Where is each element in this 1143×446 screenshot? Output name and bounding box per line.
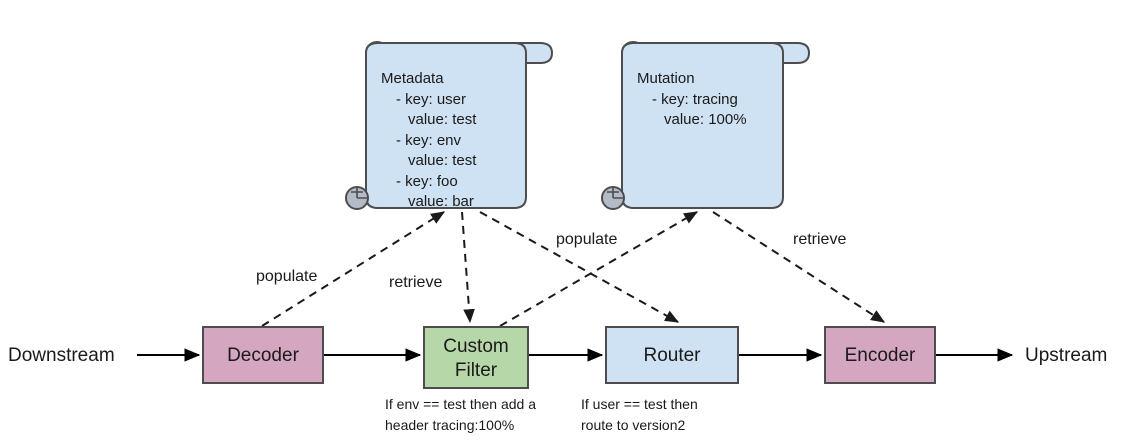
document-metadata: Metadata - key: user value: test - key: … bbox=[345, 41, 554, 210]
edge-decoder-to-metadata bbox=[261, 211, 445, 327]
metadata-entry-1-key: - key: env bbox=[396, 132, 462, 149]
metadata-entry-2-key: - key: foo bbox=[396, 173, 458, 190]
edge-metadata-to-router bbox=[479, 211, 680, 323]
metadata-entry-1-value: value: test bbox=[408, 152, 477, 169]
metadata-entry-0-key: - key: user bbox=[396, 91, 466, 108]
node-encoder[interactable]: Encoder bbox=[824, 326, 936, 384]
note-custom-filter: If env == test then add a header tracing… bbox=[385, 396, 536, 433]
node-router[interactable]: Router bbox=[605, 326, 739, 384]
mutation-title: Mutation bbox=[637, 70, 695, 87]
router-label: Router bbox=[643, 345, 701, 366]
edge-mutation-to-encoder bbox=[712, 211, 885, 323]
mutation-entry-0-value: value: 100% bbox=[664, 111, 747, 128]
router-note-line1: If user == test then bbox=[581, 396, 698, 412]
edge-label-populate-decoder-metadata: populate bbox=[256, 268, 317, 285]
router-note-line2: route to version2 bbox=[581, 417, 685, 433]
custom-filter-label-line1: Custom bbox=[443, 336, 508, 357]
custom-filter-note-line1: If env == test then add a bbox=[385, 396, 536, 412]
metadata-body bbox=[365, 42, 527, 209]
custom-filter-label-line2: Filter bbox=[455, 360, 498, 381]
custom-filter-note-line2: header tracing:100% bbox=[385, 417, 514, 433]
mutation-bottom-curl-detail bbox=[607, 188, 624, 199]
metadata-title: Metadata bbox=[381, 70, 444, 87]
node-decoder[interactable]: Decoder bbox=[202, 326, 324, 384]
mutation-body bbox=[621, 42, 784, 209]
encoder-label: Encoder bbox=[845, 345, 916, 366]
metadata-entry-0-value: value: test bbox=[408, 111, 477, 128]
encoder-box[interactable] bbox=[824, 326, 936, 384]
edge-custom-filter-to-mutation bbox=[499, 211, 699, 327]
decoder-label: Decoder bbox=[227, 345, 299, 366]
node-custom-filter[interactable]: Custom Filter bbox=[423, 326, 529, 389]
document-mutation: Mutation - key: tracing value: 100% bbox=[601, 41, 811, 210]
note-router: If user == test then route to version2 bbox=[581, 396, 698, 433]
label-downstream: Downstream bbox=[8, 345, 115, 366]
custom-filter-box[interactable] bbox=[423, 326, 529, 389]
edge-label-populate-filter-mutation: populate bbox=[556, 231, 617, 248]
metadata-bottom-curl-detail bbox=[351, 188, 368, 199]
decoder-box[interactable] bbox=[202, 326, 324, 384]
router-box[interactable] bbox=[605, 326, 739, 384]
label-upstream: Upstream bbox=[1025, 345, 1107, 366]
mutation-entry-0-key: - key: tracing bbox=[652, 91, 738, 108]
metadata-entry-2-value: value: bar bbox=[408, 193, 474, 210]
edge-label-retrieve-metadata-filter: retrieve bbox=[389, 274, 442, 291]
edge-metadata-to-custom-filter bbox=[461, 211, 475, 324]
edge-label-retrieve-mutation-encoder: retrieve bbox=[793, 231, 846, 248]
